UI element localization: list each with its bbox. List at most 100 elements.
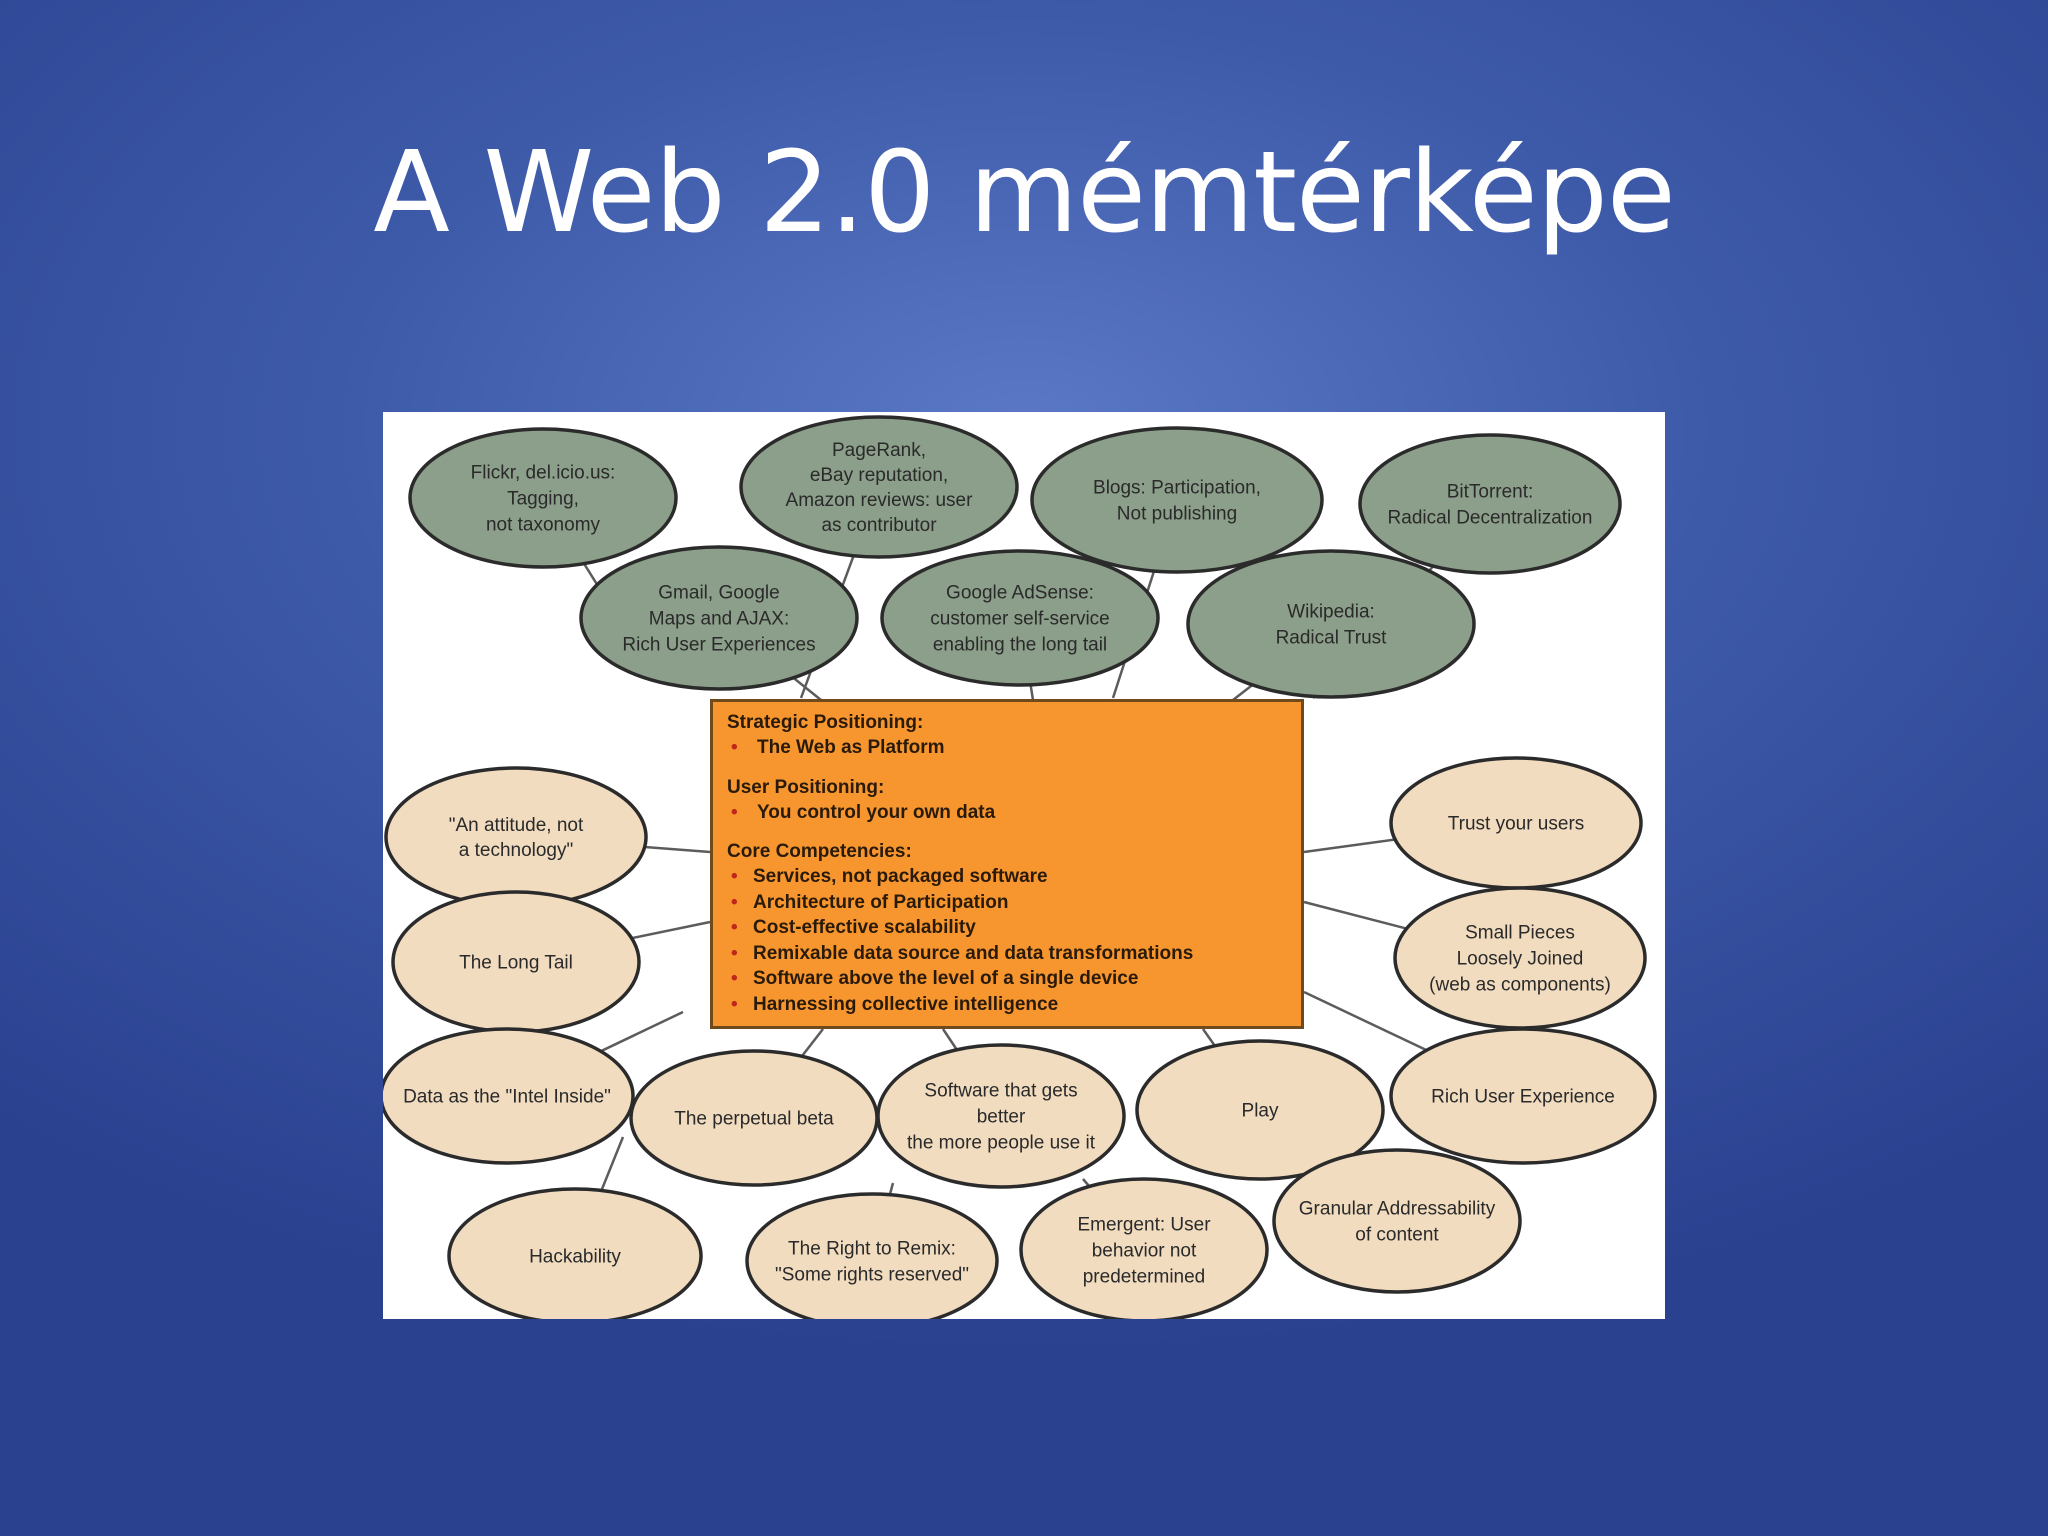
bottom-bubble-label-line: Hackability xyxy=(529,1247,621,1268)
top-bubble-label-line: Amazon reviews: user xyxy=(786,490,974,511)
top-bubble-label-line: enabling the long tail xyxy=(933,635,1107,656)
bottom-bubble: The Long Tail xyxy=(391,890,641,1034)
bottom-bubble: The perpetual beta xyxy=(629,1049,879,1187)
bottom-bubble-label-line: Loosely Joined xyxy=(1457,949,1584,970)
top-bubble-label: PageRank, eBay reputation, Amazon reviews:… xyxy=(786,440,974,536)
top-bubble: Wikipedia:Radical Trust xyxy=(1186,549,1476,699)
competency-item: Harnessing collective intelligence xyxy=(727,992,1287,1018)
bottom-bubble-label-line: The perpetual beta xyxy=(674,1109,834,1130)
top-bubble-label-line: Radical Decentralization xyxy=(1388,508,1593,529)
bottom-bubble-label-line: Granular Addressability xyxy=(1299,1199,1496,1220)
top-bubble: Flickr, del.icio.us:Tagging,not taxonomy xyxy=(408,427,678,569)
bottom-bubble-label-line: better xyxy=(977,1107,1026,1128)
bottom-bubble-label: The Right to Remix: "Some rights reserved… xyxy=(775,1239,969,1286)
core-principles-box: Strategic Positioning: The Web as Platfo… xyxy=(710,699,1304,1029)
bottom-bubble-label-line: behavior not xyxy=(1092,1241,1197,1262)
bottom-bubble: Hackability xyxy=(447,1187,703,1319)
bottom-bubble-label: Data as the "Intel Inside" xyxy=(403,1087,611,1108)
bottom-bubble-label-line: Data as the "Intel Inside" xyxy=(403,1087,611,1108)
top-bubble-label-line: customer self-service xyxy=(930,609,1110,630)
bottom-bubble-label-line: Software that gets xyxy=(924,1081,1077,1102)
bottom-bubble-shape xyxy=(1389,1027,1657,1165)
core-competencies-list: Services, not packaged software Architec… xyxy=(727,864,1287,1017)
bottom-bubble-shape xyxy=(876,1043,1126,1189)
bottom-bubble: Rich User Experience xyxy=(1389,1027,1657,1165)
bottom-bubble-label-line: (web as components) xyxy=(1429,975,1611,996)
bottom-bubble-label: Emergent: User behavior not predetermined xyxy=(1077,1215,1211,1288)
top-bubble-label-line: PageRank, xyxy=(832,440,926,461)
top-bubble-label: Flickr, del.icio.us:Tagging,not taxonomy xyxy=(471,463,616,536)
bottom-bubble-label-line: predetermined xyxy=(1083,1267,1206,1288)
top-bubble-label-line: Radical Trust xyxy=(1276,628,1388,649)
top-bubble-label-line: eBay reputation, xyxy=(810,465,948,486)
bottom-bubble-label-line: Emergent: User xyxy=(1077,1215,1211,1236)
meme-map-bubbles: Flickr, del.icio.us:Tagging,not taxonomy… xyxy=(383,415,1657,1319)
top-bubble-label: Google AdSense: customer self-service enab… xyxy=(930,583,1110,656)
bottom-bubble-shape xyxy=(447,1187,703,1319)
top-bubble: BitTorrent:Radical Decentralization xyxy=(1358,433,1622,575)
competency-item: Architecture of Participation xyxy=(727,890,1287,916)
bottom-bubble-shape xyxy=(1019,1177,1269,1319)
bottom-bubble-label-line: Rich User Experience xyxy=(1431,1087,1615,1108)
top-bubble-label-line: Blogs: Participation, xyxy=(1093,478,1261,499)
bubbles: Flickr, del.icio.us:Tagging,not taxonomy… xyxy=(383,415,1657,1319)
bottom-bubble: Emergent: User behavior not predetermined xyxy=(1019,1177,1269,1319)
strategic-positioning-list: The Web as Platform xyxy=(727,735,1287,761)
competency-item: Cost-effective scalability xyxy=(727,915,1287,941)
top-bubble-label-line: as contributor xyxy=(821,515,937,536)
bottom-bubble-label: Hackability xyxy=(529,1247,621,1268)
top-bubble-shape xyxy=(1030,426,1324,574)
bottom-bubble-label-line: The Long Tail xyxy=(459,953,573,974)
bottom-bubble-label-line: of content xyxy=(1355,1225,1439,1246)
top-bubble-shape xyxy=(739,415,1019,559)
competency-item: Services, not packaged software xyxy=(727,864,1287,890)
bottom-bubble: Trust your users xyxy=(1389,756,1643,890)
top-bubble-label-line: Rich User Experiences xyxy=(622,635,815,656)
top-bubble-label-line: Google AdSense: xyxy=(946,583,1094,604)
user-positioning-heading: User Positioning: xyxy=(727,776,885,798)
bottom-bubble-shape xyxy=(1272,1148,1522,1294)
top-bubble: Blogs: Participation, Not publishing xyxy=(1030,426,1324,574)
top-bubble: PageRank, eBay reputation, Amazon reviews:… xyxy=(739,415,1019,559)
bottom-bubble-label-line: "Some rights reserved" xyxy=(775,1265,969,1286)
user-item: You control your own data xyxy=(727,800,1287,826)
bottom-bubble-shape xyxy=(383,1027,635,1165)
competency-item: Remixable data source and data transform… xyxy=(727,941,1287,967)
slide-title: A Web 2.0 mémtérképe xyxy=(373,128,1675,258)
competency-item: Software above the level of a single dev… xyxy=(727,966,1287,992)
top-bubble-label-line: Gmail, Google xyxy=(658,583,779,604)
top-bubble-label: BitTorrent:Radical Decentralization xyxy=(1388,482,1593,529)
bottom-bubble-label: Granular Addressability of content xyxy=(1299,1199,1496,1246)
bottom-bubble: The Right to Remix: "Some rights reserved… xyxy=(745,1192,999,1319)
top-bubble-shape xyxy=(880,549,1160,687)
bottom-bubble-label-line: Small Pieces xyxy=(1465,923,1575,944)
bottom-bubble-shape xyxy=(384,766,648,908)
strategic-positioning-heading: Strategic Positioning: xyxy=(727,712,924,733)
top-bubble-label-line: Flickr, del.icio.us: xyxy=(471,463,616,484)
bottom-bubble-label-line: the more people use it xyxy=(907,1133,1096,1154)
top-bubble-shape xyxy=(408,427,678,569)
top-bubble-shape xyxy=(579,545,859,691)
bottom-bubble: Play xyxy=(1135,1039,1385,1181)
bottom-bubble-label-line: "An attitude, not xyxy=(449,815,584,836)
bottom-bubble-label: Rich User Experience xyxy=(1431,1087,1615,1108)
user-positioning-list: You control your own data xyxy=(727,800,1287,826)
top-bubble-label-line: Not publishing xyxy=(1117,504,1237,525)
bottom-bubble-label: Software that gets better the more people … xyxy=(907,1081,1096,1154)
top-bubble-label: Wikipedia:Radical Trust xyxy=(1276,602,1388,649)
strategic-item: The Web as Platform xyxy=(727,735,1287,761)
bottom-bubble-label: The perpetual beta xyxy=(674,1109,834,1130)
bottom-bubble: Data as the "Intel Inside" xyxy=(383,1027,635,1165)
web20-meme-map: Flickr, del.icio.us:Tagging,not taxonomy… xyxy=(383,412,1665,1319)
top-bubble-shape xyxy=(1186,549,1476,699)
top-bubble-label-line: not taxonomy xyxy=(486,515,601,536)
bottom-bubble-shape xyxy=(745,1192,999,1319)
bottom-bubble-label-line: The Right to Remix: xyxy=(788,1239,956,1260)
bottom-bubble-shape xyxy=(1135,1039,1385,1181)
